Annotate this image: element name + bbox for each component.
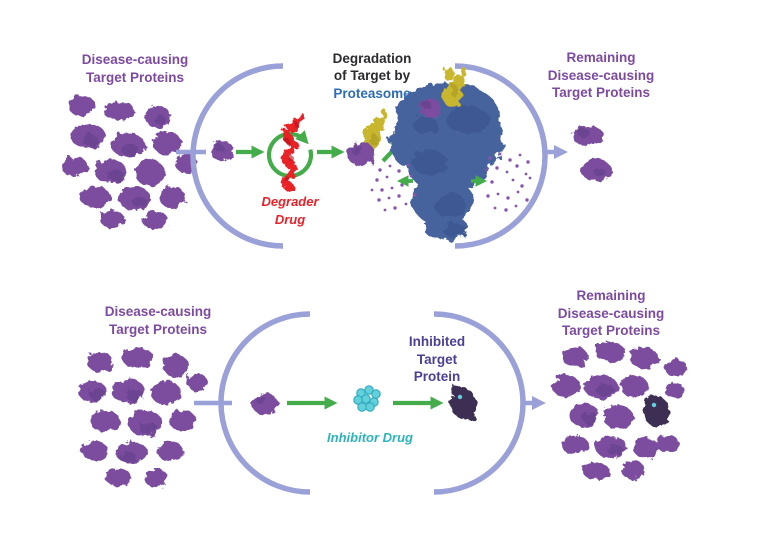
bound-inhibitor-dot-cluster (651, 402, 657, 408)
label-disease-causing-top: Disease-causing Target Proteins (81, 52, 189, 85)
target-protein-cluster-bottom (78, 348, 207, 487)
inhibitor-drug-molecule (353, 385, 381, 412)
title-proteasome-word: Proteasome (333, 85, 411, 101)
remaining-proteins-top (572, 126, 611, 181)
lens-arc-left-top (190, 63, 284, 249)
label-remaining-top: Remaining Disease-causing Target Protein… (547, 50, 655, 100)
label-degrader-drug: Degrader Drug (261, 194, 319, 227)
label-remaining-bottom: Remaining Disease-causing Target Protein… (557, 288, 665, 338)
label-disease-causing-bottom: Disease-causing Target Proteins (104, 304, 212, 337)
degraded-fragments-left (370, 163, 417, 212)
title-black-lines: Degradation of Target by (332, 50, 412, 84)
bound-inhibitor-dot (457, 394, 463, 400)
remaining-protein-cluster-bottom (552, 342, 687, 480)
target-protein-cluster-top (62, 95, 197, 229)
proteasome-structure (390, 82, 503, 241)
label-inhibitor-drug: Inhibitor Drug (327, 430, 413, 445)
ligase-complex-on-proteasome (419, 66, 466, 117)
inhibited-target-protein (450, 386, 476, 421)
degrader-drug-molecule (280, 114, 306, 192)
lens-arc-right-top (454, 63, 548, 249)
degraded-fragments-right (485, 152, 532, 212)
lens-arc-left-bottom (218, 311, 311, 495)
single-target-protein-top (210, 141, 234, 161)
label-degradation-title: Degradation of Target by Proteasome (333, 32, 412, 120)
single-target-protein-bottom (252, 393, 278, 415)
label-inhibited-target-protein: Inhibited Target Protein (408, 334, 466, 384)
target-degrader-complex (347, 109, 387, 166)
